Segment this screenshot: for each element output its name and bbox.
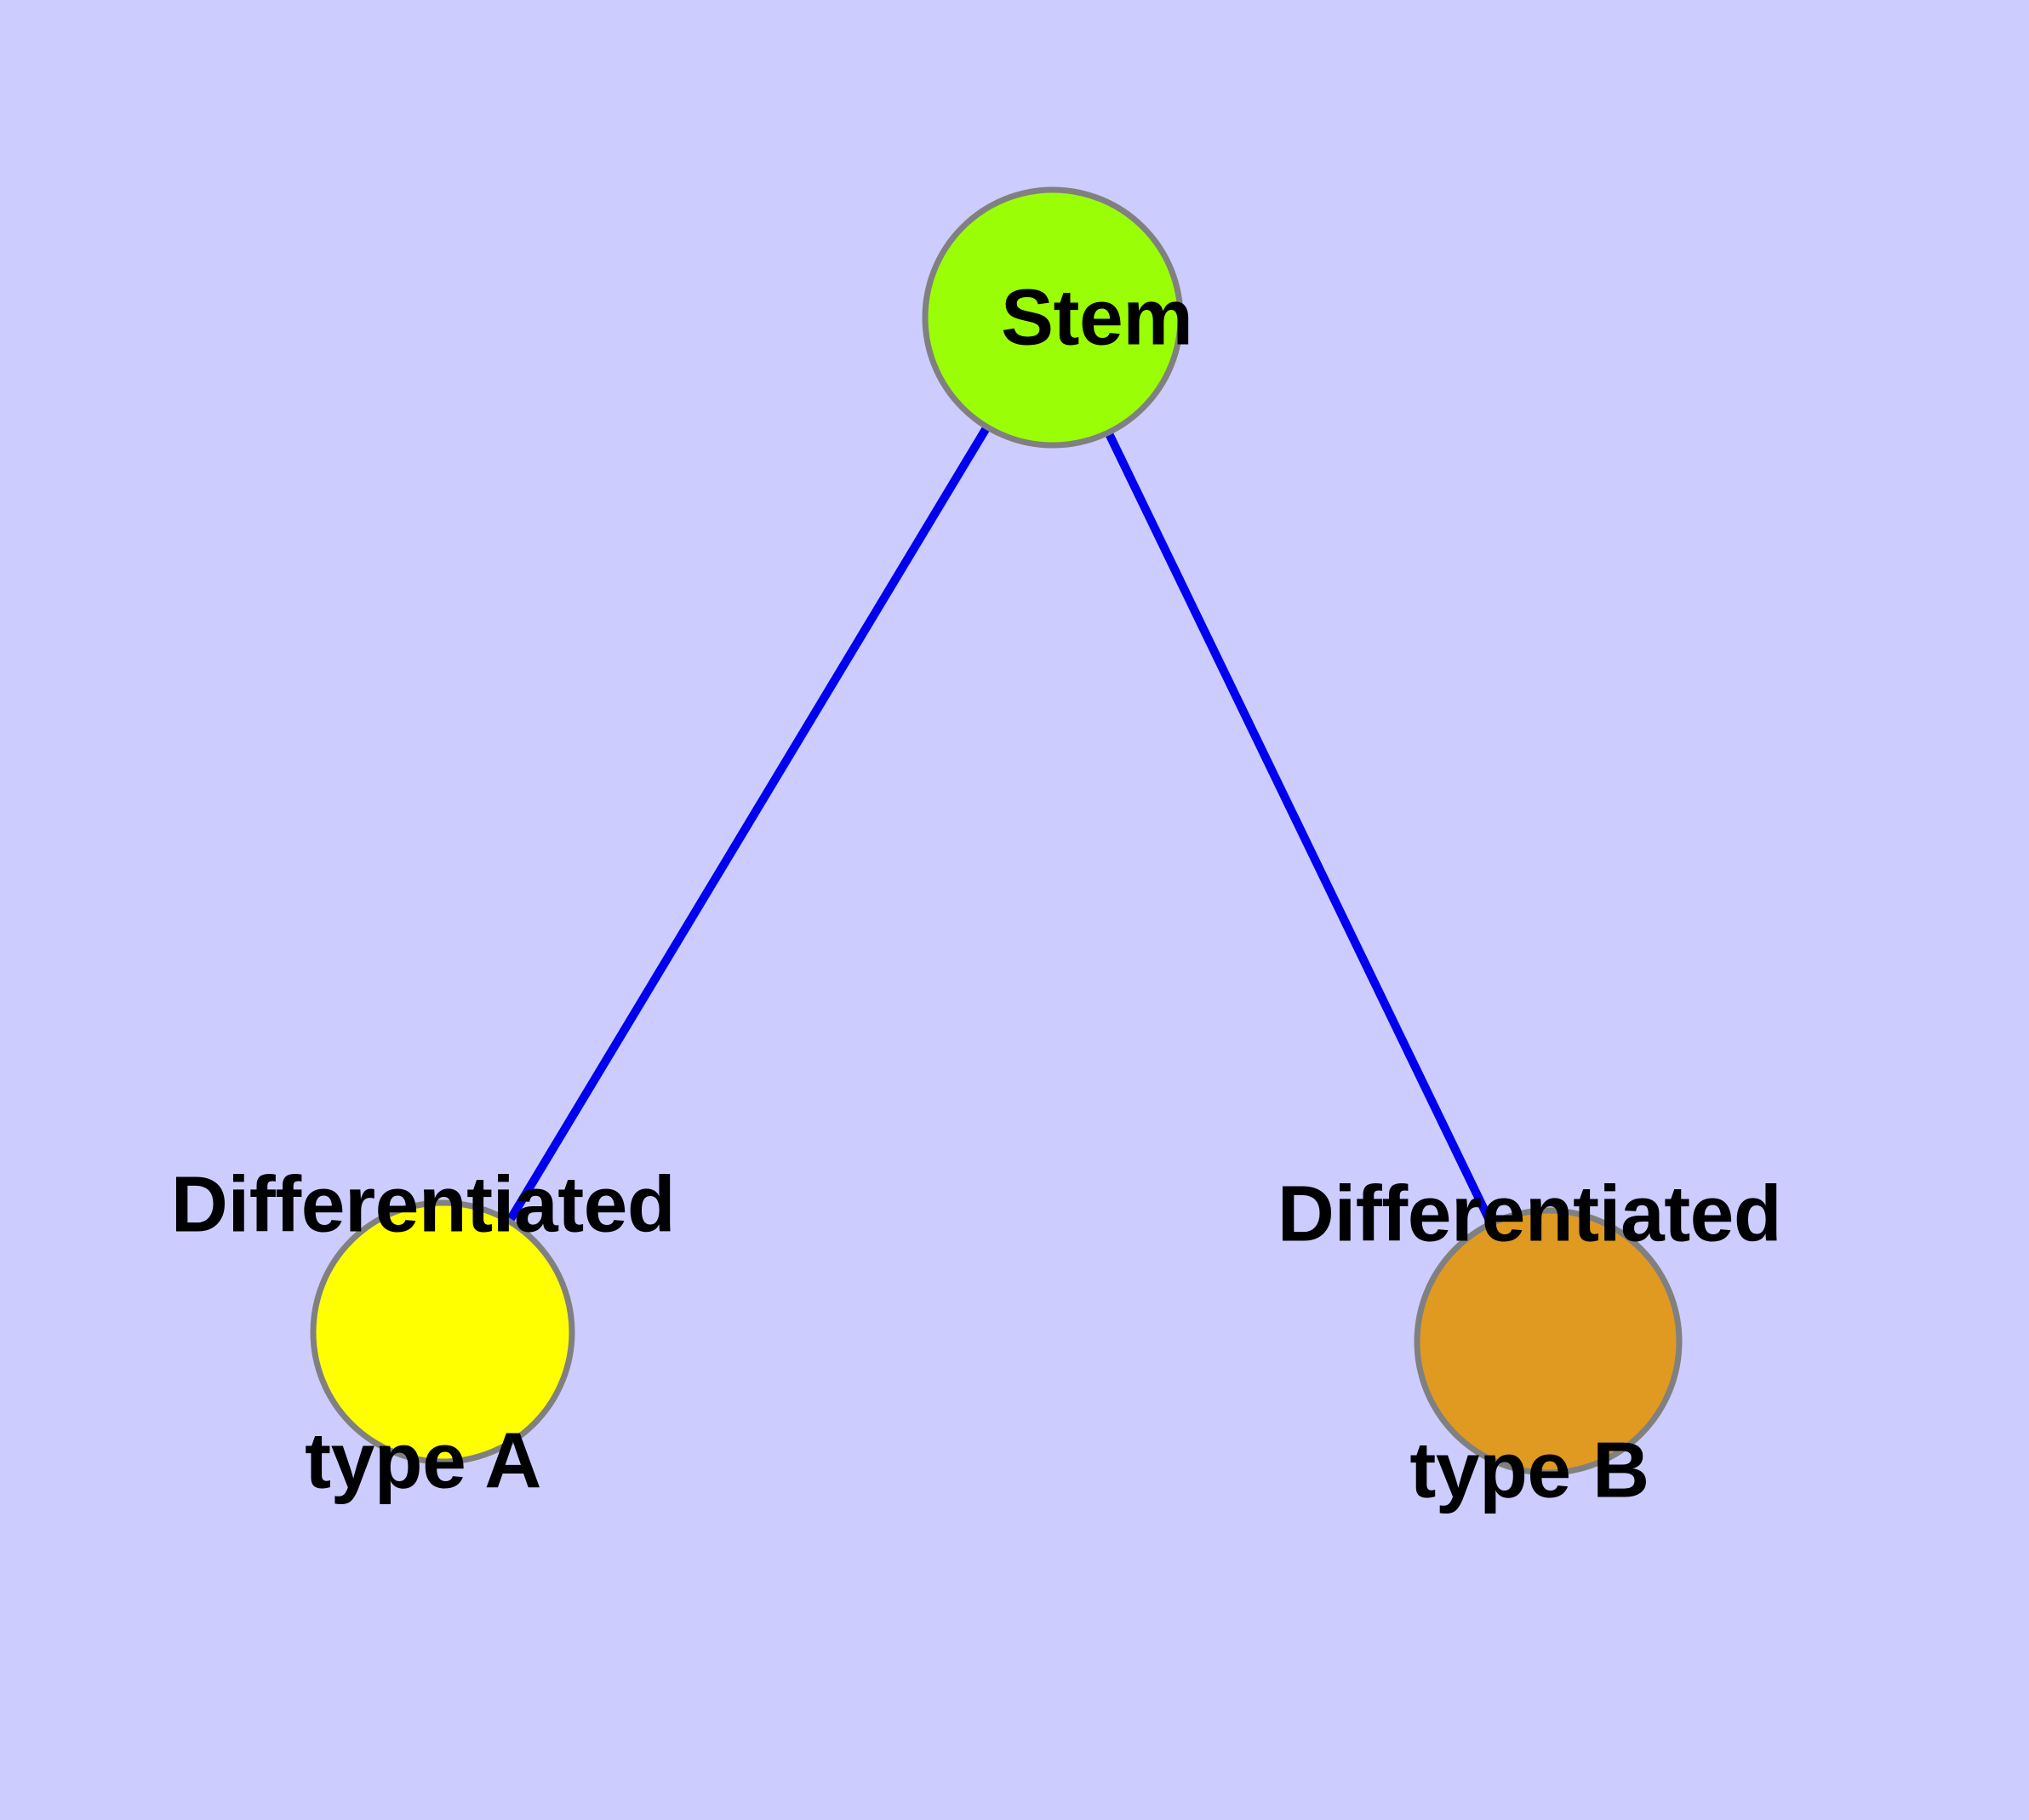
node-differentiated-type-b[interactable] (1414, 1207, 1683, 1476)
node-layer (310, 186, 1683, 1476)
edge-stem-to-differentiated-type-a[interactable] (438, 315, 1057, 1335)
node-stem[interactable] (922, 186, 1184, 449)
edge-layer (438, 315, 1552, 1344)
edge-stem-to-differentiated-type-b[interactable] (1049, 315, 1552, 1344)
node-differentiated-type-a[interactable] (310, 1199, 575, 1465)
